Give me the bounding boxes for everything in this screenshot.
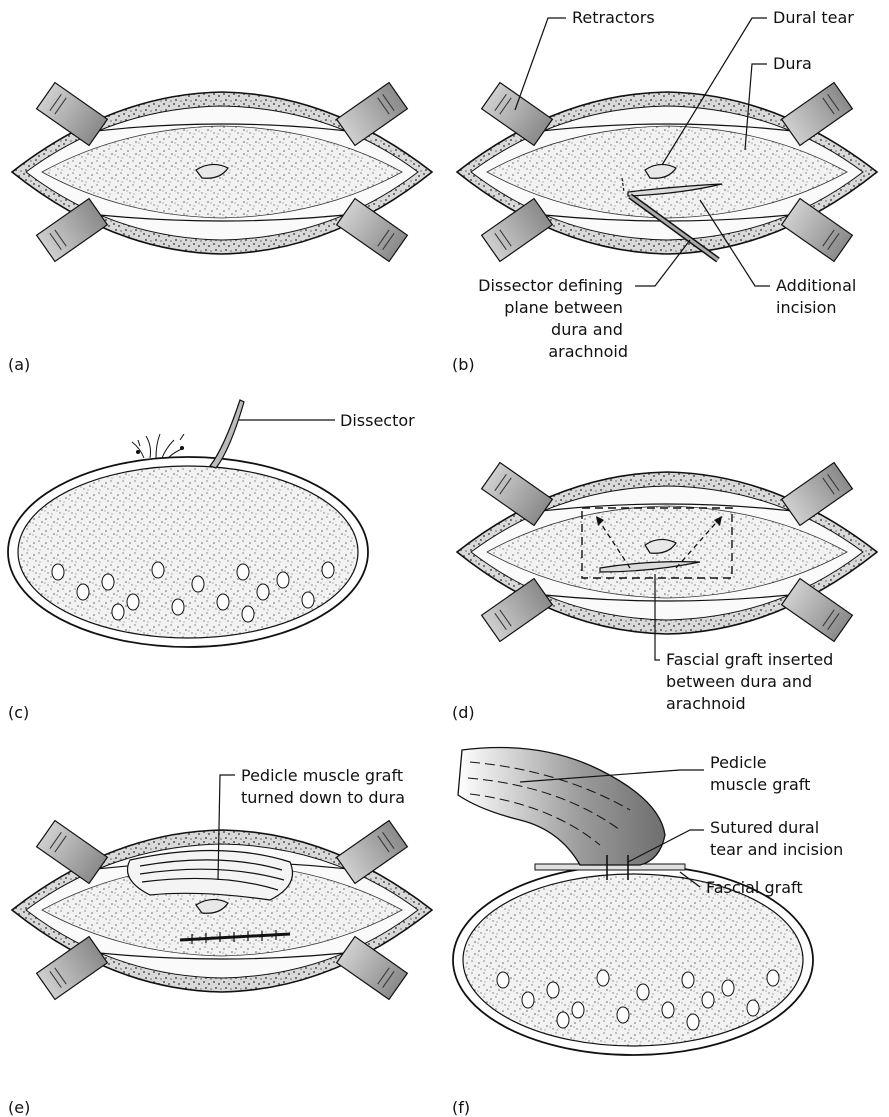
label-pedicle-muscle-graft: Pedicle muscle graft	[710, 753, 810, 794]
label-dura: Dura	[773, 54, 812, 73]
panel-d-wound	[457, 463, 877, 642]
label-sutured-dural-tear: Sutured dural tear and incision	[710, 818, 843, 859]
csf-leak-spray	[132, 434, 184, 458]
leader-retractors	[515, 18, 566, 110]
panel-c-section	[8, 400, 368, 647]
label-additional-incision: Additional incision	[776, 276, 861, 317]
pedicle-muscle-graft	[458, 748, 665, 866]
panel-a-wound	[12, 83, 432, 262]
panel-b-wound	[457, 83, 877, 262]
dissector-tip	[210, 400, 244, 468]
panel-c-letter: (c)	[8, 703, 29, 722]
panel-d-letter: (d)	[452, 703, 475, 722]
label-fascial-graft-inserted: Fascial graft inserted between dura and …	[666, 650, 838, 713]
panel-b-letter: (b)	[452, 355, 475, 374]
label-dissector-defining: Dissector defining plane between dura an…	[478, 276, 628, 361]
label-retractors: Retractors	[572, 8, 655, 27]
label-dural-tear: Dural tear	[773, 8, 854, 27]
muscle-graft-flap	[128, 850, 293, 900]
label-fascial-graft: Fascial graft	[706, 878, 803, 897]
label-pedicle-turned: Pedicle muscle graft turned down to dura	[241, 766, 408, 807]
label-dissector: Dissector	[340, 411, 415, 430]
panel-e-wound	[12, 821, 432, 1000]
panel-e-letter: (e)	[8, 1098, 30, 1117]
panel-f-letter: (f)	[452, 1098, 470, 1117]
panel-a-letter: (a)	[8, 355, 30, 374]
